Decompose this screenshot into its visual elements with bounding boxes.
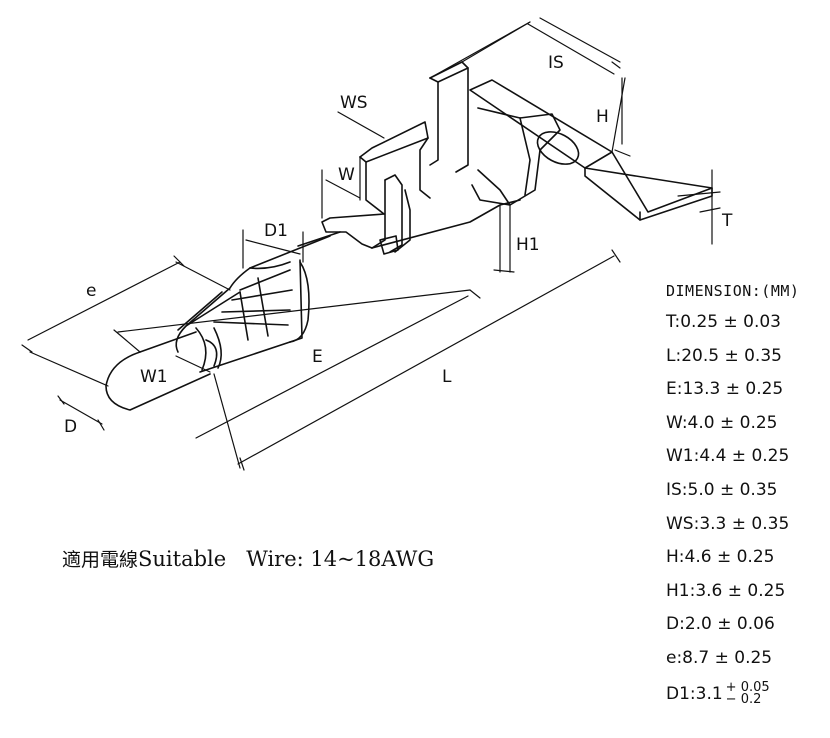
dimension-title: DIMENSION:(MM) bbox=[666, 282, 800, 300]
dimension-table: DIMENSION:(MM) T:0.25 ± 0.03 L:20.5 ± 0.… bbox=[666, 282, 826, 715]
label-W: W bbox=[338, 165, 355, 185]
dimension-D1-upper: + 0.05 bbox=[725, 679, 770, 695]
suitable-wire-label: Suitable bbox=[138, 547, 227, 571]
dimension-lines bbox=[21, 17, 721, 471]
label-D: D bbox=[64, 417, 77, 437]
dimension-row-D: D:2.0 ± 0.06 bbox=[666, 614, 775, 635]
label-E: E bbox=[312, 347, 323, 367]
label-L: L bbox=[442, 367, 452, 387]
dimension-row-D1: D1:3.1+ 0.05− 0.2 bbox=[666, 679, 826, 716]
dimension-row-e: e:8.7 ± 0.25 bbox=[666, 647, 773, 668]
label-T: T bbox=[721, 211, 733, 231]
dimension-row-WS: WS:3.3 ± 0.35 bbox=[666, 513, 790, 534]
label-H1: H1 bbox=[516, 235, 540, 255]
label-WS: WS bbox=[340, 93, 368, 113]
insulation-crimp bbox=[429, 61, 561, 206]
dimension-labels: IS H WS W T D1 H1 e E L W1 D bbox=[64, 53, 733, 437]
label-H: H bbox=[596, 107, 609, 127]
label-IS: IS bbox=[548, 53, 564, 73]
dimension-D1-value: D1:3.1 bbox=[666, 683, 723, 704]
pin-contact bbox=[105, 261, 310, 411]
dimension-row-T: T:0.25 ± 0.03 bbox=[666, 312, 781, 332]
label-D1: D1 bbox=[264, 221, 288, 241]
suitable-wire-gauge: Wire: 14~18AWG bbox=[246, 547, 435, 571]
dimension-D1-lower: − 0.2 bbox=[725, 691, 762, 707]
label-W1: W1 bbox=[140, 367, 168, 387]
suitable-wire-chinese: 適用電線 bbox=[62, 549, 139, 571]
dimension-D1-tolerance: + 0.05− 0.2 bbox=[725, 679, 770, 707]
suitable-wire-note: 適用電線Suitable Wire: 14~18AWG bbox=[62, 545, 434, 572]
dimension-row-L: L:20.5 ± 0.35 bbox=[666, 345, 782, 366]
dimension-row-E: E:13.3 ± 0.25 bbox=[666, 379, 784, 400]
wire-crimp bbox=[359, 121, 431, 255]
dimension-row-W1: W1:4.4 ± 0.25 bbox=[666, 446, 790, 467]
dimension-row-W: W:4.0 ± 0.25 bbox=[666, 412, 778, 433]
label-e: e bbox=[86, 281, 96, 301]
dimension-row-H1: H1:3.6 ± 0.25 bbox=[666, 580, 786, 601]
dimension-row-IS: IS:5.0 ± 0.35 bbox=[666, 479, 778, 500]
dimension-row-H: H:4.6 ± 0.25 bbox=[666, 547, 775, 568]
